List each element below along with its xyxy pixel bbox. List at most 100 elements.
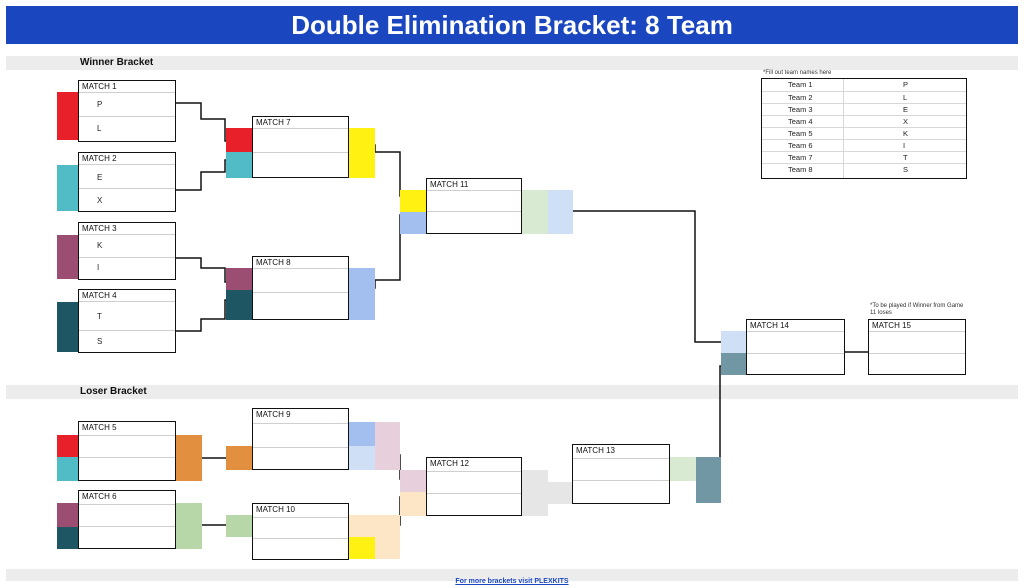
divider xyxy=(79,504,175,505)
team-number: Team 7 xyxy=(788,153,813,162)
divider xyxy=(79,92,175,93)
divider xyxy=(79,435,175,436)
table-row: Team 3 E xyxy=(762,103,966,116)
match-5-card: MATCH 5 xyxy=(78,421,176,481)
team-color-tab xyxy=(175,503,202,549)
team-name[interactable]: I xyxy=(903,141,906,150)
match-7-card: MATCH 7 xyxy=(252,116,349,178)
plexkits-link[interactable]: For more brackets visit PLEXKITS xyxy=(455,578,569,585)
divider xyxy=(253,517,348,518)
divider xyxy=(253,268,348,269)
team-color-tab xyxy=(226,290,253,320)
team-color-tab xyxy=(348,537,375,559)
match-2-card: MATCH 2 E X xyxy=(78,152,176,212)
match-6-card: MATCH 6 xyxy=(78,490,176,549)
team-color-tab xyxy=(348,446,375,470)
divider xyxy=(573,480,669,481)
match-title: MATCH 10 xyxy=(256,505,295,514)
team-name[interactable]: X xyxy=(903,117,909,126)
team-color-tab xyxy=(721,353,747,375)
team-name[interactable]: K xyxy=(903,129,909,138)
team-name[interactable]: T xyxy=(903,153,908,162)
divider xyxy=(253,423,348,424)
footer-band xyxy=(6,569,1018,581)
team-color-tab xyxy=(400,492,427,516)
team-color-tab xyxy=(57,92,79,140)
team-color-tab xyxy=(226,515,253,537)
team-names-table: Team 1 P Team 2 L Team 3 E Team 4 X Team… xyxy=(761,78,967,179)
team-color-tab xyxy=(375,422,400,470)
team-number: Team 5 xyxy=(788,129,813,138)
team-slot[interactable]: X xyxy=(97,196,103,205)
divider xyxy=(869,353,965,354)
match-15-card: MATCH 15 xyxy=(868,319,966,375)
match-10-card: MATCH 10 xyxy=(252,503,349,560)
divider xyxy=(253,292,348,293)
team-name[interactable]: S xyxy=(903,165,909,174)
match-title: MATCH 3 xyxy=(82,224,117,233)
table-row: Team 7 T xyxy=(762,151,966,164)
match-3-card: MATCH 3 K I xyxy=(78,222,176,280)
match-title: MATCH 12 xyxy=(430,459,469,468)
team-color-tab xyxy=(348,422,375,446)
divider xyxy=(747,331,844,332)
team-color-tab xyxy=(548,482,573,504)
winner-bracket-band xyxy=(6,56,1018,70)
team-name[interactable]: E xyxy=(903,105,909,114)
team-color-tab xyxy=(175,435,202,481)
team-color-tab xyxy=(521,470,548,516)
team-color-tab xyxy=(57,302,79,352)
team-number: Team 3 xyxy=(788,105,813,114)
team-name[interactable]: P xyxy=(903,80,909,89)
divider xyxy=(427,493,521,494)
match-title: MATCH 4 xyxy=(82,291,117,300)
match-8-card: MATCH 8 xyxy=(252,256,349,320)
divider xyxy=(253,538,348,539)
divider xyxy=(79,188,175,189)
divider xyxy=(253,152,348,153)
team-slot[interactable]: E xyxy=(97,173,103,182)
team-color-tab xyxy=(226,446,253,470)
team-number: Team 6 xyxy=(788,141,813,150)
divider xyxy=(79,116,175,117)
team-color-tab xyxy=(226,152,253,178)
team-color-tab xyxy=(57,457,79,481)
match-1-card: MATCH 1 P L xyxy=(78,80,176,142)
match-title: MATCH 5 xyxy=(82,423,117,432)
team-slot[interactable]: I xyxy=(97,263,100,272)
team-slot[interactable]: K xyxy=(97,241,103,250)
team-number: Team 8 xyxy=(788,165,813,174)
match-title: MATCH 14 xyxy=(750,321,789,330)
winner-bracket-label: Winner Bracket xyxy=(80,57,154,68)
match-11-card: MATCH 11 xyxy=(426,178,522,234)
match-title: MATCH 1 xyxy=(82,82,117,91)
divider xyxy=(79,234,175,235)
team-slot[interactable]: L xyxy=(97,124,102,133)
column-divider xyxy=(843,79,844,178)
match-4-card: MATCH 4 T S xyxy=(78,289,176,353)
team-name[interactable]: L xyxy=(903,93,908,102)
team-color-tab xyxy=(57,527,79,549)
divider xyxy=(427,190,521,191)
match-13-card: MATCH 13 xyxy=(572,444,670,504)
team-slot[interactable]: S xyxy=(97,337,103,346)
loser-bracket-label: Loser Bracket xyxy=(80,386,147,397)
team-number: Team 4 xyxy=(788,117,813,126)
team-color-tab xyxy=(348,515,375,537)
team-color-tab xyxy=(548,190,573,234)
team-number: Team 1 xyxy=(788,80,813,89)
loser-bracket-band xyxy=(6,385,1018,399)
team-color-tab xyxy=(400,212,427,234)
divider xyxy=(79,164,175,165)
table-row: Team 1 P xyxy=(762,79,966,91)
team-slot[interactable]: T xyxy=(97,312,102,321)
match-9-card: MATCH 9 xyxy=(252,408,349,470)
match-title: MATCH 11 xyxy=(430,180,469,189)
team-slot[interactable]: P xyxy=(97,100,103,109)
divider xyxy=(427,471,521,472)
team-color-tab xyxy=(375,515,400,559)
team-color-tab xyxy=(721,331,747,353)
divider xyxy=(79,257,175,258)
divider xyxy=(869,331,965,332)
divider xyxy=(253,128,348,129)
